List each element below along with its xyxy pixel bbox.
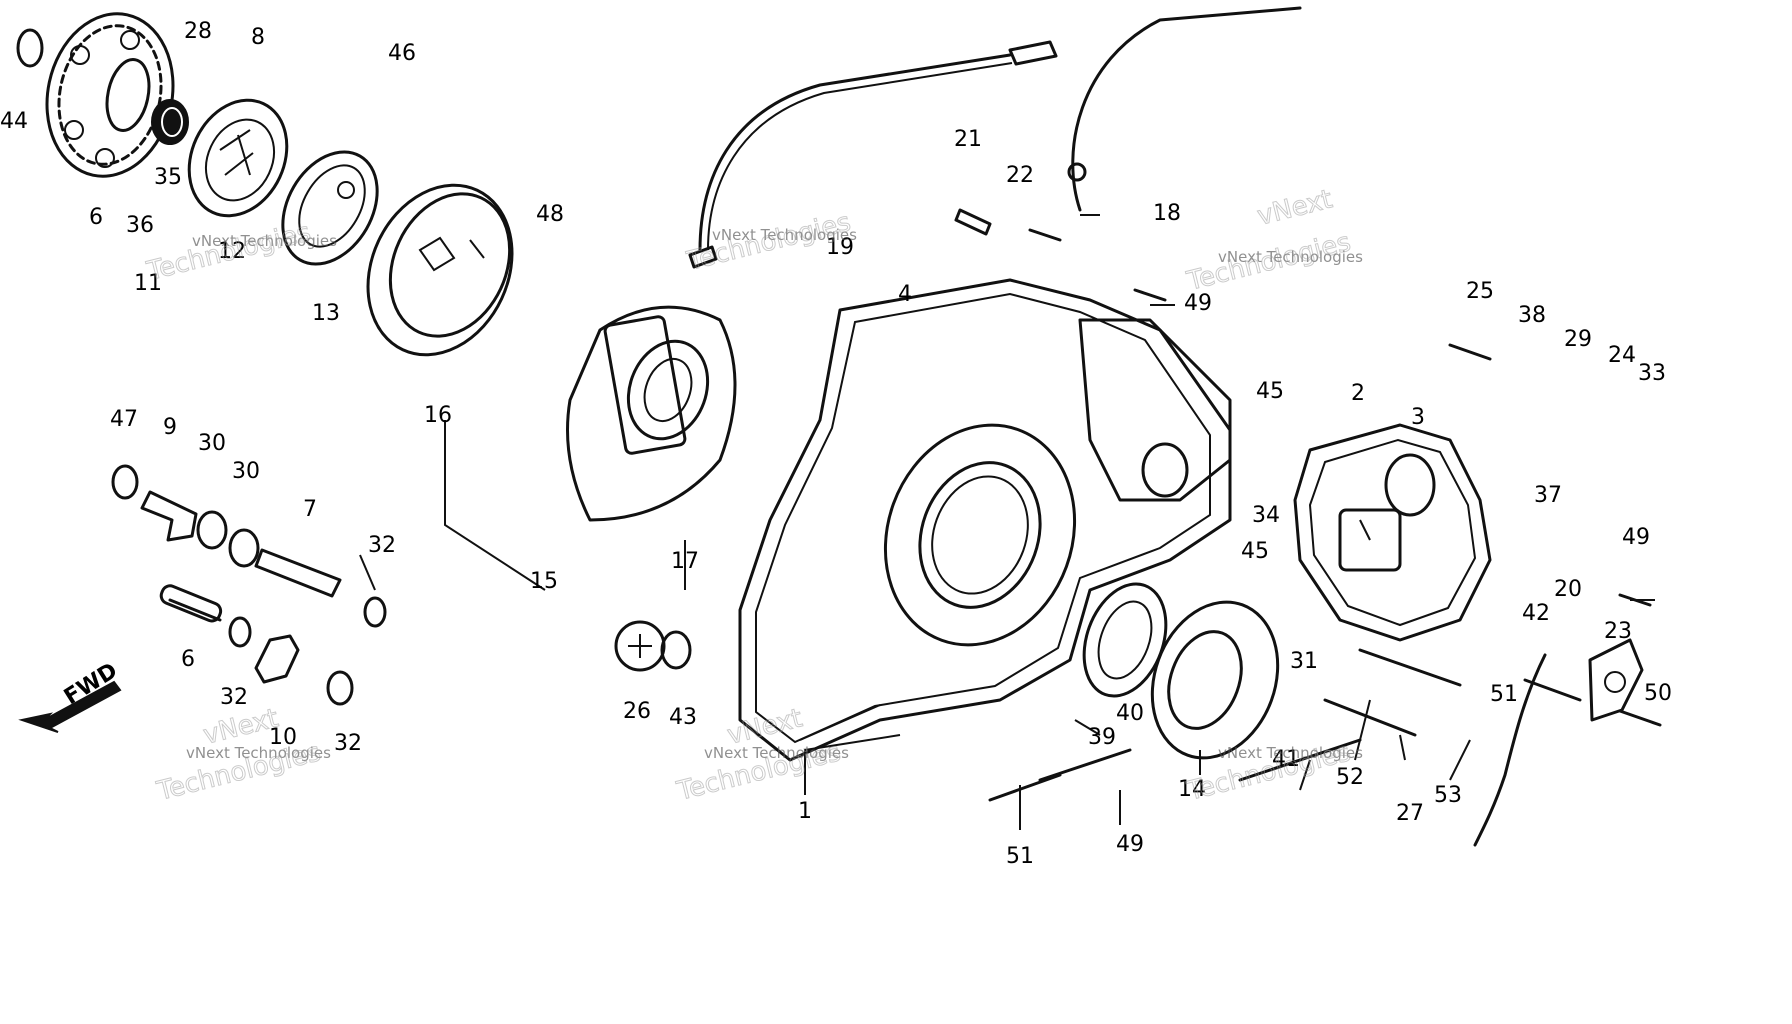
watermark-text: Technologies (1183, 227, 1353, 297)
watermark-text: vNext Technologies (1218, 248, 1363, 266)
callout-4: 4 (898, 282, 912, 307)
callout-52: 52 (1336, 765, 1364, 790)
callout-32b: 32 (220, 685, 248, 710)
callout-13: 13 (312, 301, 340, 326)
stator-part (566, 305, 737, 522)
cap-part (614, 620, 692, 672)
callout-51b: 51 (1006, 844, 1034, 869)
callout-17: 17 (671, 549, 699, 574)
callout-36: 36 (126, 213, 154, 238)
callout-9: 9 (163, 415, 177, 440)
callout-30a: 30 (198, 431, 226, 456)
callout-49b: 49 (1622, 525, 1650, 550)
watermark-text: vNext Technologies (186, 744, 331, 762)
callout-42: 42 (1522, 601, 1550, 626)
side-cover-part (1293, 423, 1492, 642)
crankcase-cover-part (738, 278, 1232, 762)
fwd-arrow: FWD (18, 658, 122, 733)
bearing-housing-part (1150, 600, 1280, 760)
callout-labels: 1 2 3 4 6 6 7 8 9 10 11 12 13 14 15 16 1… (0, 19, 1672, 869)
callout-6a: 6 (89, 205, 103, 230)
callout-31: 31 (1290, 649, 1318, 674)
callout-39: 39 (1088, 725, 1116, 750)
callout-8: 8 (251, 25, 265, 50)
callout-25: 25 (1466, 279, 1494, 304)
wire-harness-part (688, 6, 1302, 269)
callout-1: 1 (798, 799, 812, 824)
oil-seal-part (1082, 582, 1168, 698)
callout-41: 41 (1272, 747, 1300, 772)
callout-15: 15 (530, 569, 558, 594)
watermark-text: vNext (1254, 184, 1335, 231)
callout-50: 50 (1644, 681, 1672, 706)
callout-12: 12 (218, 239, 246, 264)
driven-sprocket-part (45, 12, 175, 178)
callout-43: 43 (669, 705, 697, 730)
callout-19: 19 (826, 235, 854, 260)
callout-32a: 32 (368, 533, 396, 558)
watermark-text: vNext Technologies (704, 744, 849, 762)
callout-47: 47 (110, 407, 138, 432)
callout-49c: 49 (1116, 832, 1144, 857)
leader-lines (359, 214, 1655, 830)
callout-46: 46 (388, 41, 416, 66)
callout-11: 11 (134, 271, 162, 296)
callout-24: 24 (1608, 343, 1636, 368)
callout-21: 21 (954, 127, 982, 152)
pulser-part (1473, 638, 1644, 847)
callout-49a: 49 (1184, 291, 1212, 316)
watermark-text: vNext Technologies (192, 232, 337, 250)
callout-7: 7 (303, 497, 317, 522)
callout-33: 33 (1638, 361, 1666, 386)
callout-45b: 45 (1241, 539, 1269, 564)
callout-38: 38 (1518, 303, 1546, 328)
leader-line-1 (799, 704, 881, 741)
watermark-text: Technologies (683, 207, 853, 277)
clutch-plate-part (281, 150, 379, 266)
callout-53: 53 (1434, 783, 1462, 808)
callout-32c: 32 (334, 731, 362, 756)
callout-29: 29 (1564, 327, 1592, 352)
flywheel-part (366, 183, 514, 357)
kick-shaft-part (111, 464, 387, 706)
callout-44: 44 (0, 109, 28, 134)
watermark-group: vNext Technologies Technologies vNext Te… (143, 184, 1363, 808)
callout-48: 48 (536, 202, 564, 227)
callout-40: 40 (1116, 701, 1144, 726)
callout-2: 2 (1351, 381, 1365, 406)
callout-26: 26 (623, 699, 651, 724)
callout-3: 3 (1411, 405, 1425, 430)
callout-18: 18 (1153, 201, 1181, 226)
callout-27: 27 (1396, 801, 1424, 826)
watermark-text: vNext Technologies (712, 226, 857, 244)
washer-part (16, 28, 44, 68)
callout-14: 14 (1178, 777, 1206, 802)
callout-10: 10 (269, 725, 297, 750)
callout-45a: 45 (1256, 379, 1284, 404)
callout-37: 37 (1534, 483, 1562, 508)
watermark-text: vNext Technologies (1218, 744, 1363, 762)
callout-23: 23 (1604, 619, 1632, 644)
callout-34: 34 (1252, 503, 1280, 528)
callout-16: 16 (424, 403, 452, 428)
callout-28: 28 (184, 19, 212, 44)
starter-clutch-part (187, 98, 289, 218)
callout-30b: 30 (232, 459, 260, 484)
callout-20: 20 (1554, 577, 1582, 602)
watermark-text: Technologies (143, 217, 313, 287)
needle-bearing-part (151, 99, 189, 145)
callout-6b: 6 (181, 647, 195, 672)
callout-22: 22 (1006, 163, 1034, 188)
callout-51a: 51 (1490, 682, 1518, 707)
callout-35: 35 (154, 165, 182, 190)
bolt-parts (954, 208, 1662, 802)
